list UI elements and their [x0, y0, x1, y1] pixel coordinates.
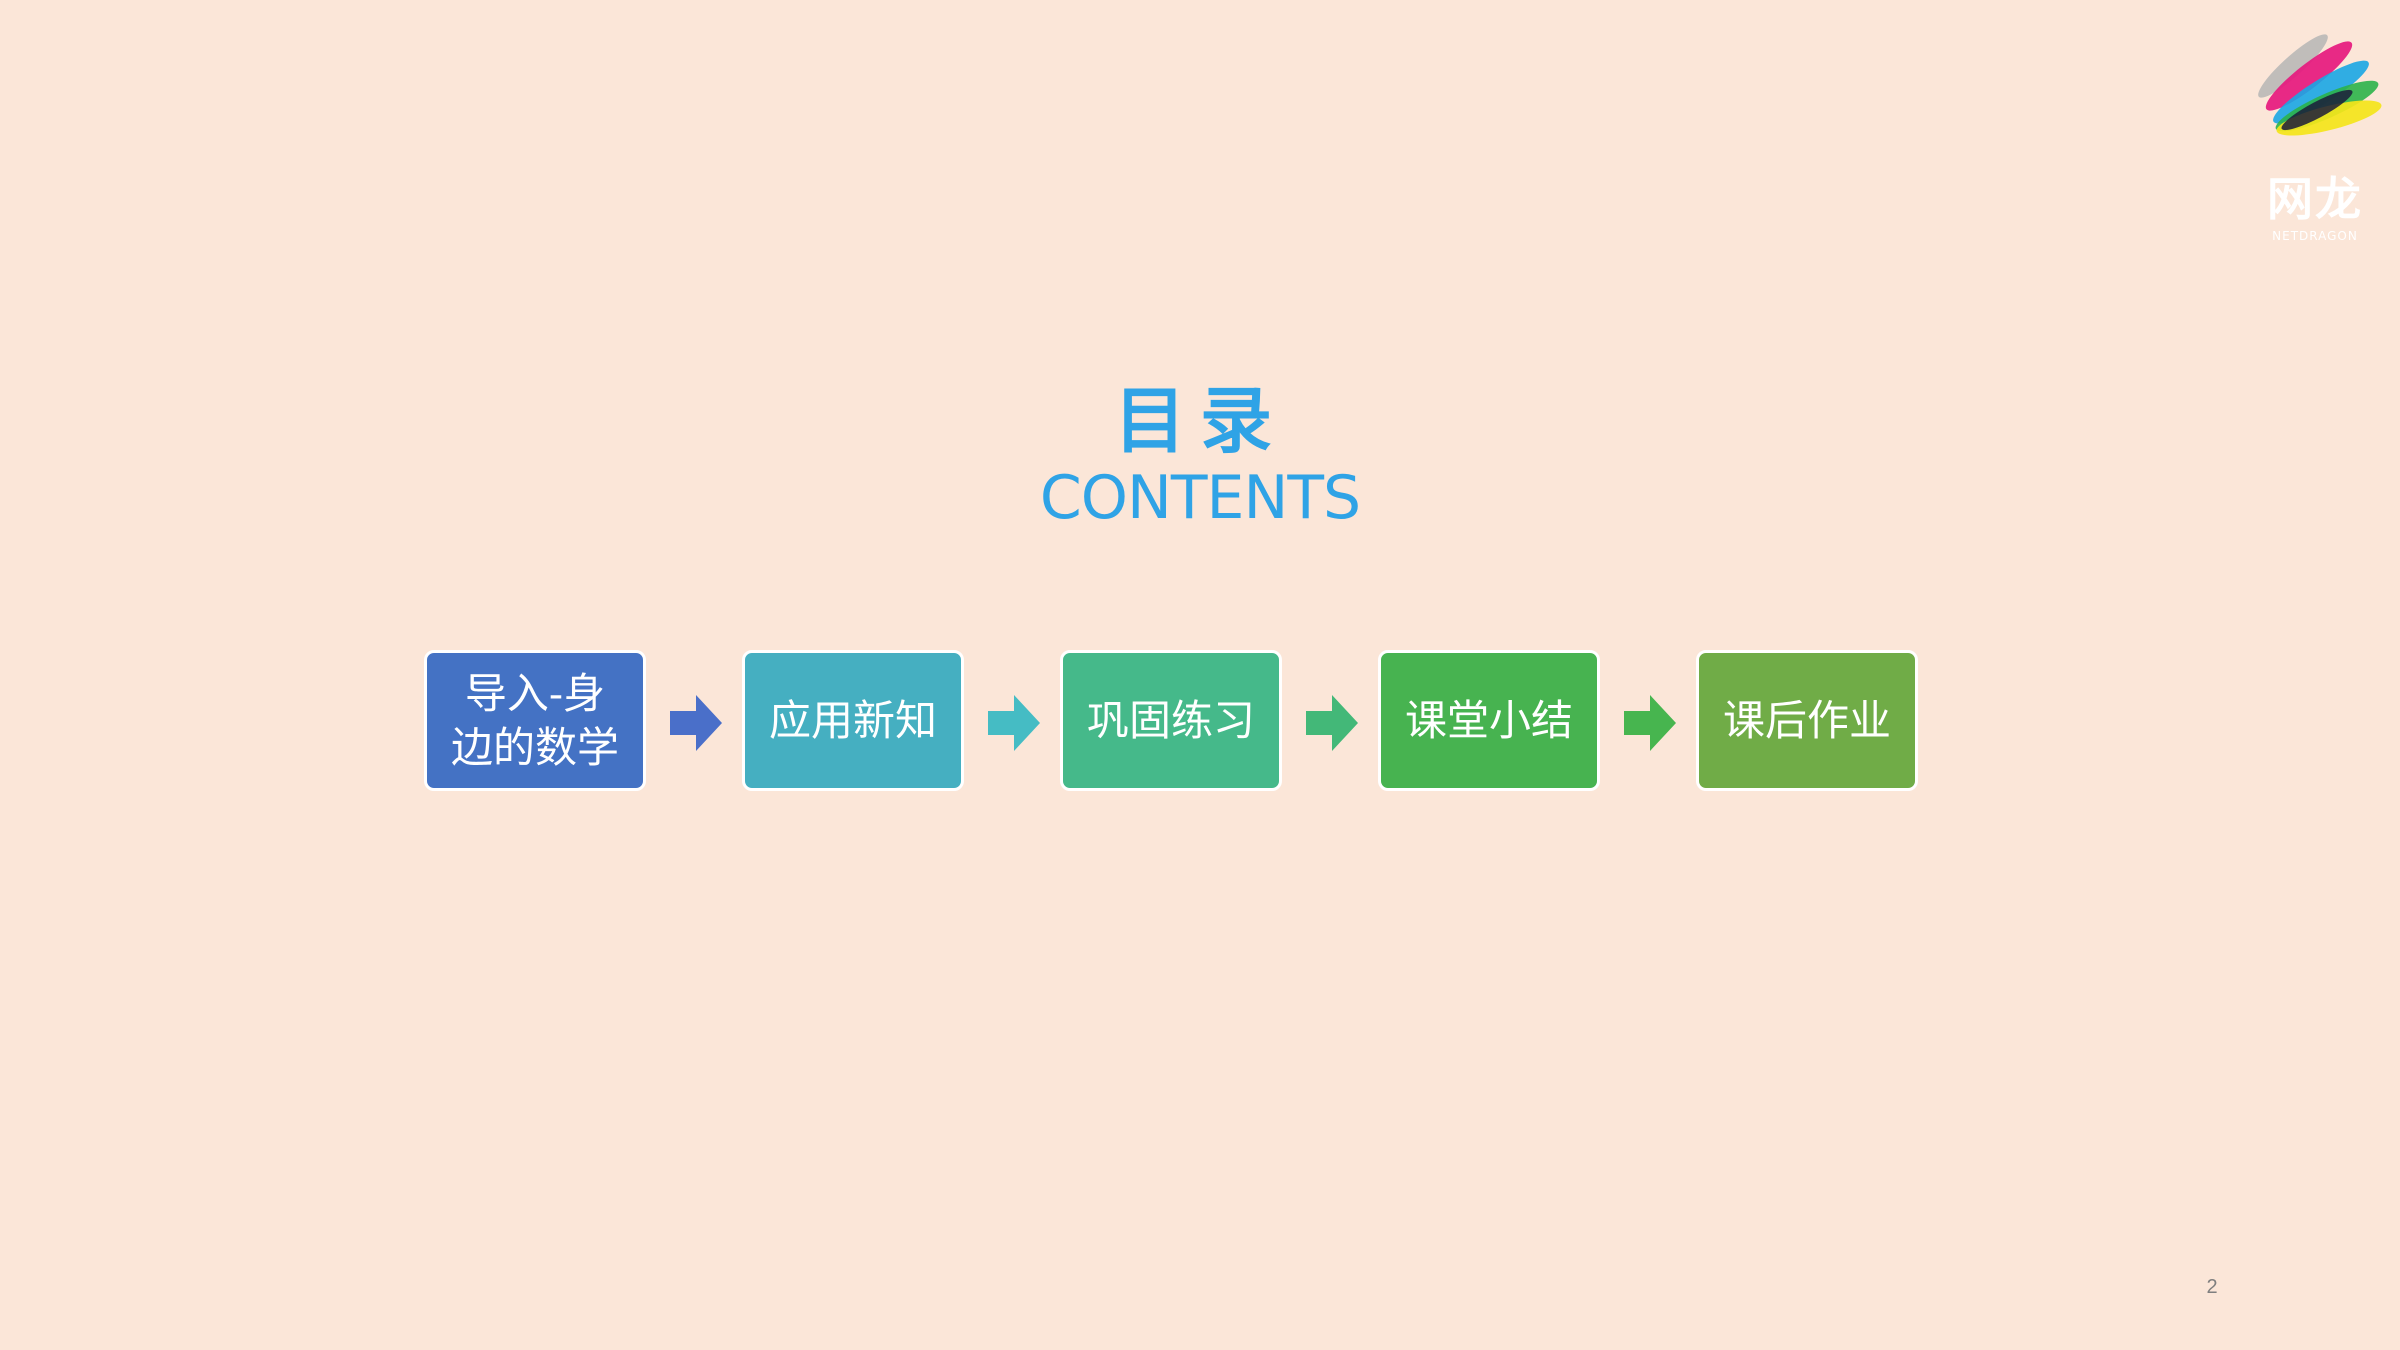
step-label: 导入-身 边的数学: [450, 668, 619, 772]
step-label: 课堂小结: [1404, 695, 1573, 745]
contents-flow: 导入-身 边的数学 应用新知 巩固练习 课堂小结 课后作业: [0, 650, 2400, 795]
step-label: 课后作业: [1722, 695, 1891, 745]
step-label: 应用新知: [768, 695, 937, 745]
feather-logo-icon: [2258, 34, 2382, 136]
arrow-right-icon: [988, 695, 1040, 751]
step-practice[interactable]: 巩固练习: [1060, 650, 1282, 791]
step-summary[interactable]: 课堂小结: [1378, 650, 1600, 791]
step-intro[interactable]: 导入-身 边的数学: [424, 650, 646, 791]
arrow-right-icon: [670, 695, 722, 751]
step-apply-new-knowledge[interactable]: 应用新知: [742, 650, 964, 791]
logo-english-name: NETDRAGON: [2272, 229, 2358, 243]
step-homework[interactable]: 课后作业: [1696, 650, 1918, 791]
netdragon-logo: 网龙 NETDRAGON: [2240, 18, 2390, 248]
arrow-right-icon: [1624, 695, 1676, 751]
title-chinese: 目录: [1113, 379, 1286, 463]
logo-chinese-name: 网龙: [2267, 172, 2363, 226]
arrow-right-icon: [1306, 695, 1358, 751]
step-label: 巩固练习: [1086, 695, 1255, 745]
title-english: CONTENTS: [1039, 463, 1361, 533]
page-number: 2: [2206, 1276, 2218, 1298]
